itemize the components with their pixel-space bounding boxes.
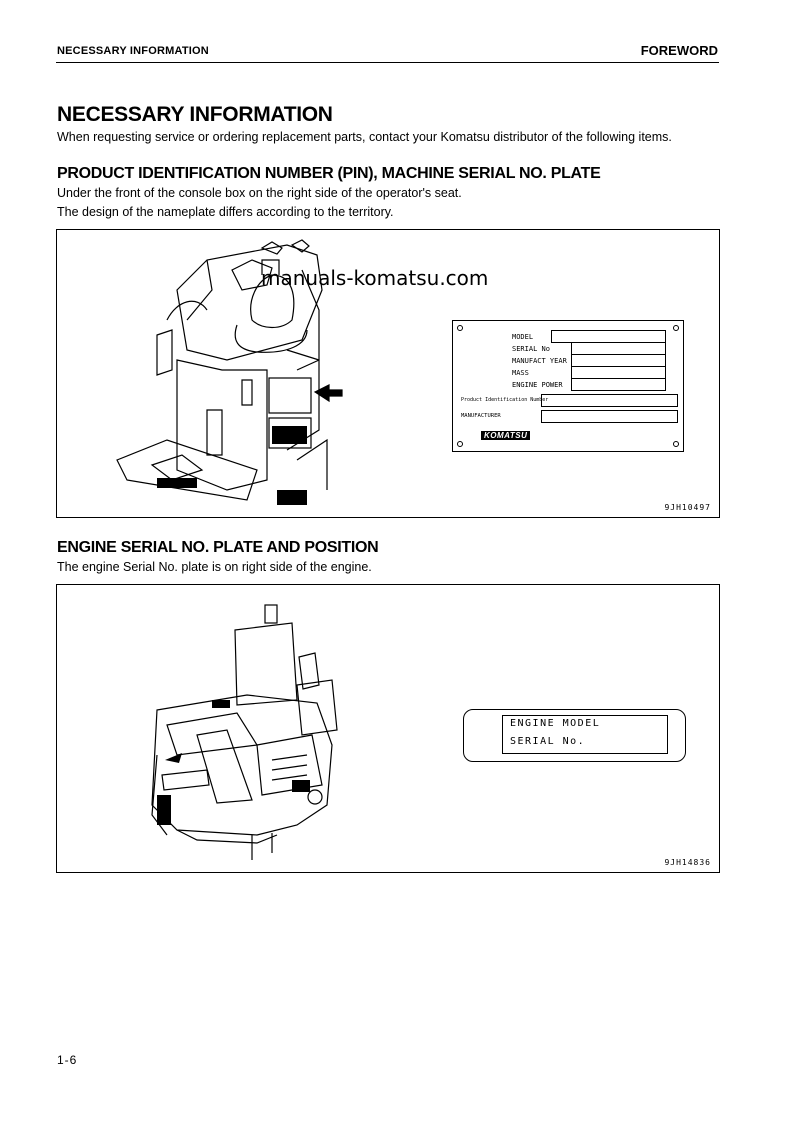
- header-chapter-label: FOREWORD: [640, 43, 718, 58]
- figure1-code: 9JH10497: [664, 503, 711, 512]
- section1-line2: The design of the nameplate differs acco…: [57, 205, 394, 219]
- figure-machine-plate: manuals-komatsu.com MODEL SERIAL No MANU…: [56, 229, 720, 518]
- figure-engine-plate: ENGINE MODEL SERIAL No. 9JH14836: [56, 584, 720, 873]
- intro-text: When requesting service or ordering repl…: [57, 130, 672, 144]
- page-number: 1-6: [57, 1053, 78, 1067]
- pin-field-box: [541, 394, 678, 407]
- engine-plate-inner-box: [502, 715, 668, 754]
- manufacturer-field-box: [541, 410, 678, 423]
- header-rule: [56, 62, 719, 63]
- header-section-label: NECESSARY INFORMATION: [57, 45, 209, 57]
- page-title: NECESSARY INFORMATION: [57, 103, 333, 126]
- machine-nameplate: MODEL SERIAL No MANUFACT YEAR MASS ENGIN…: [452, 320, 684, 452]
- engine-drawing: [151, 604, 338, 860]
- figure2-code: 9JH14836: [664, 858, 711, 867]
- label-pin: Product Identification Number: [461, 397, 549, 403]
- section1-heading: PRODUCT IDENTIFICATION NUMBER (PIN), MAC…: [57, 165, 601, 182]
- section2-heading: ENGINE SERIAL NO. PLATE AND POSITION: [57, 539, 379, 556]
- label-engine-power: ENGINE POWER: [512, 381, 563, 389]
- label-serial: SERIAL No: [512, 345, 550, 353]
- label-model: MODEL: [512, 333, 534, 341]
- section2-line1: The engine Serial No. plate is on right …: [57, 560, 372, 574]
- machine-console-drawing: [116, 239, 343, 505]
- section1-line1: Under the front of the console box on th…: [57, 186, 462, 200]
- power-field-box: [571, 378, 666, 391]
- watermark: manuals-komatsu.com: [261, 266, 489, 290]
- serial-no-label: SERIAL No.: [510, 736, 586, 747]
- label-mass: MASS: [512, 369, 529, 377]
- engine-model-label: ENGINE MODEL: [510, 718, 601, 729]
- label-manufacturer: MANUFACTURER: [461, 413, 501, 419]
- label-manufact-year: MANUFACT YEAR: [512, 357, 567, 365]
- nameplate-rivets-icon: [457, 325, 679, 447]
- engine-serial-plate: ENGINE MODEL SERIAL No.: [463, 709, 686, 762]
- komatsu-logo: KOMATSU: [481, 431, 531, 440]
